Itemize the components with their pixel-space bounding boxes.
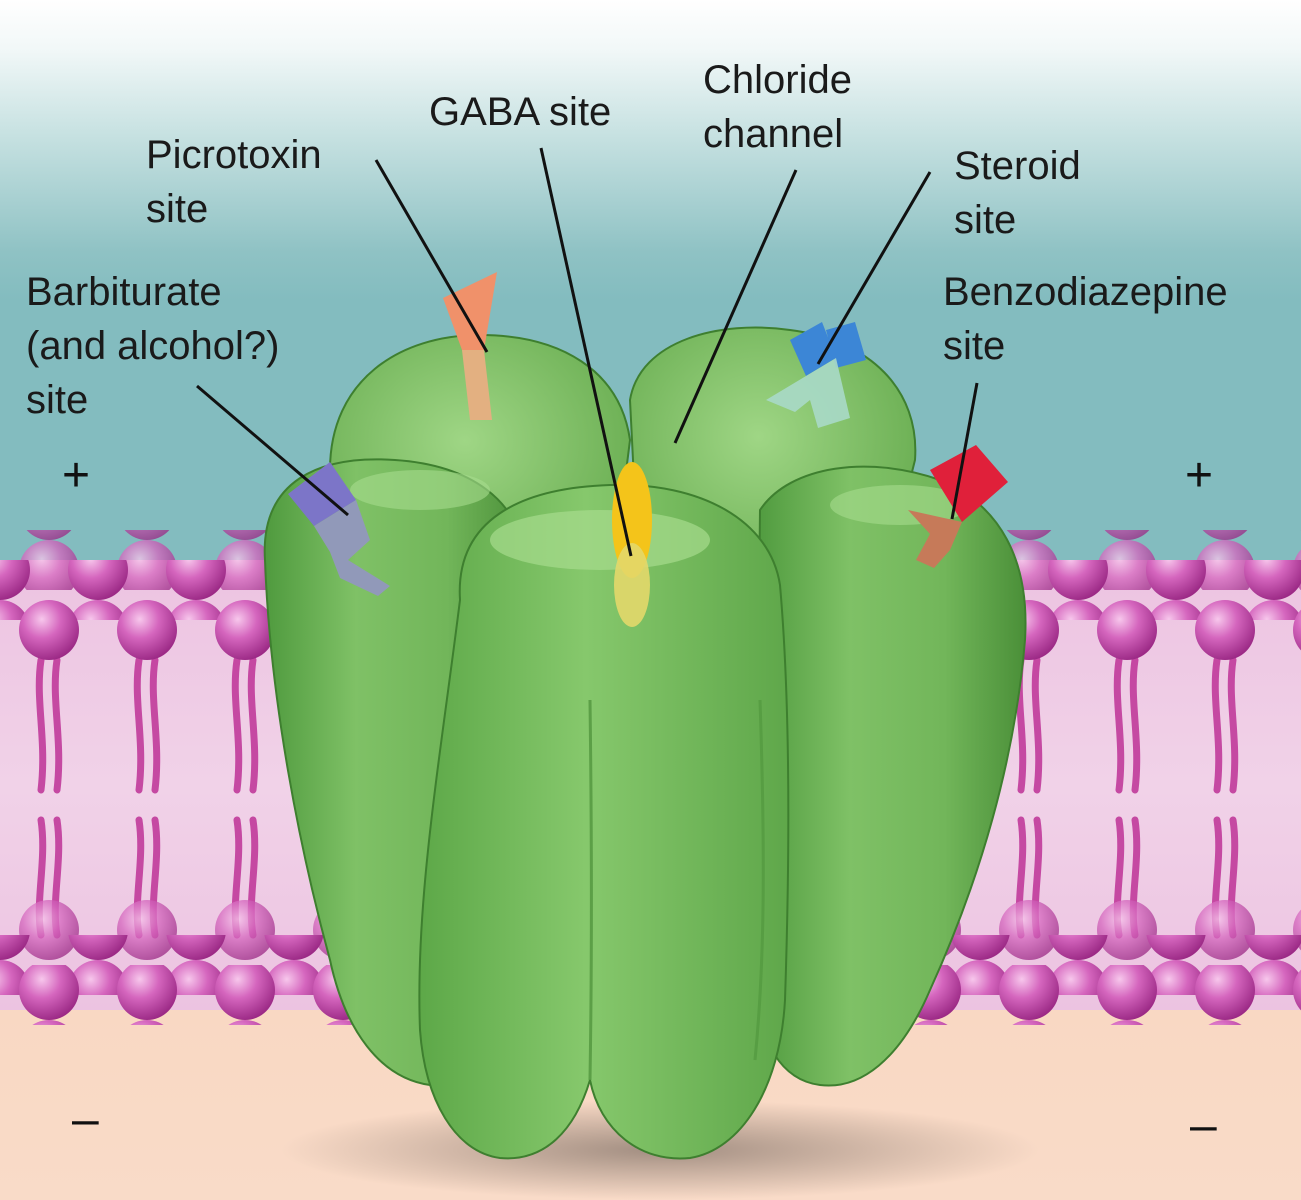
benzodiazepine-site-label: Benzodiazepine site [943, 265, 1228, 373]
leader-lines [196, 147, 979, 557]
benzodiazepine-site-marker [908, 445, 1008, 568]
chloride-channel-label: Chloride channel [703, 53, 852, 161]
outside-charge-right: + [1185, 449, 1214, 502]
barbiturate-label-line3: site [26, 378, 89, 422]
steroid-label-line1: Steroid [954, 144, 1081, 188]
chloride-label-line2: channel [703, 112, 844, 156]
inside-charge-left: – [72, 1093, 99, 1146]
barbiturate-site-label: Barbiturate (and alcohol?) site [26, 265, 280, 427]
benzodiazepine-label-line2: site [943, 324, 1006, 368]
barbiturate-label-line2: (and alcohol?) [26, 324, 280, 368]
inside-charge-right: – [1190, 1099, 1217, 1152]
benzodiazepine-label-line1: Benzodiazepine [943, 270, 1228, 314]
picrotoxin-site-label: Picrotoxin site [146, 128, 322, 236]
gaba-label-line1: GABA site [429, 90, 612, 134]
outside-charge-left: + [62, 449, 91, 502]
steroid-label-line2: site [954, 198, 1017, 242]
gaba-site-label: GABA site [429, 85, 611, 139]
picrotoxin-label-line1: Picrotoxin [146, 133, 322, 177]
chloride-label-line1: Chloride [703, 58, 852, 102]
picrotoxin-site-marker [443, 272, 497, 420]
gaba-site-marker [612, 462, 652, 627]
barbiturate-label-line1: Barbiturate [26, 270, 222, 314]
steroid-site-label: Steroid site [954, 139, 1081, 247]
picrotoxin-label-line2: site [146, 187, 209, 231]
